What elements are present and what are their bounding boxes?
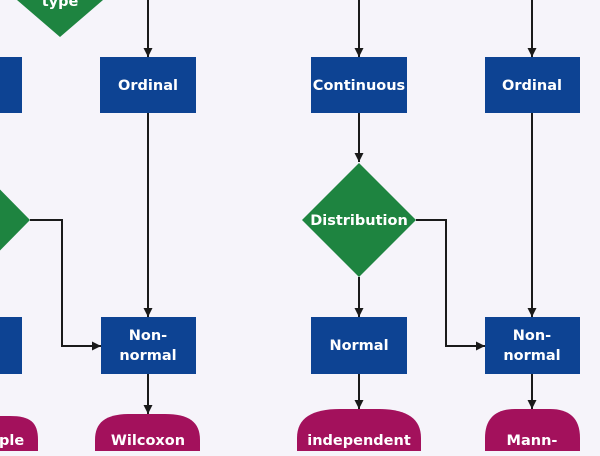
terminal-independent-label: independent bbox=[307, 433, 411, 449]
node-label-line: Continuous bbox=[313, 78, 405, 94]
node-label-line: normal bbox=[119, 348, 176, 364]
terminal-mann: Mann- bbox=[485, 409, 580, 451]
box-continuous-right: Continuous bbox=[311, 57, 407, 113]
box-ordinal-left: Ordinal bbox=[100, 57, 196, 113]
decision-distribution-right-label: Distribution bbox=[310, 213, 408, 229]
node-label-line: Non- bbox=[129, 328, 167, 344]
node-label-line: Ordinal bbox=[118, 78, 178, 94]
box-normal-right-label: Normal bbox=[329, 338, 388, 354]
terminal-left-label: mple bbox=[0, 433, 24, 449]
box-nonnormal-right: Non-normal bbox=[485, 317, 580, 374]
terminal-independent: independent bbox=[297, 409, 421, 451]
node-label-line: Non- bbox=[513, 328, 551, 344]
box-ordinal-left-label: Ordinal bbox=[118, 78, 178, 94]
terminal-left: mple bbox=[0, 416, 38, 451]
box-nonnormal-right-label: Non-normal bbox=[503, 328, 560, 364]
box-nonnormal-left-label: Non-normal bbox=[119, 328, 176, 364]
box-nonnormal-left: Non-normal bbox=[101, 317, 196, 374]
box-normal-left: l bbox=[0, 317, 22, 374]
box-normal-right: Normal bbox=[311, 317, 407, 374]
box-continuous-left: us bbox=[0, 57, 22, 113]
node-label-line: Mann- bbox=[507, 433, 558, 449]
decision-distribution-right: Distribution bbox=[302, 163, 416, 277]
node-label-line: Distribution bbox=[310, 213, 408, 229]
terminal-wilcoxon: Wilcoxon bbox=[95, 414, 200, 451]
terminal-mann-label: Mann- bbox=[507, 433, 558, 449]
decision-type: type bbox=[17, 0, 103, 37]
terminal-wilcoxon-label: Wilcoxon bbox=[111, 433, 185, 449]
decision-distribution-left: ion bbox=[0, 189, 30, 251]
box-ordinal-right-label: Ordinal bbox=[502, 78, 562, 94]
node-label-line: independent bbox=[307, 433, 411, 449]
node-label-line: Normal bbox=[329, 338, 388, 354]
node-label-line: Wilcoxon bbox=[111, 433, 185, 449]
node-label-line: normal bbox=[503, 348, 560, 364]
edge-distribution-left-to-nonnormal-left bbox=[30, 219, 101, 351]
decision-type-label: type bbox=[42, 0, 79, 10]
node-label-line: type bbox=[42, 0, 79, 10]
box-continuous-right-label: Continuous bbox=[313, 78, 405, 94]
edge-distribution-right-to-nonnormal-right bbox=[416, 219, 485, 351]
box-ordinal-right: Ordinal bbox=[485, 57, 580, 113]
node-label-line: Ordinal bbox=[502, 78, 562, 94]
node-label-line: mple bbox=[0, 433, 24, 449]
